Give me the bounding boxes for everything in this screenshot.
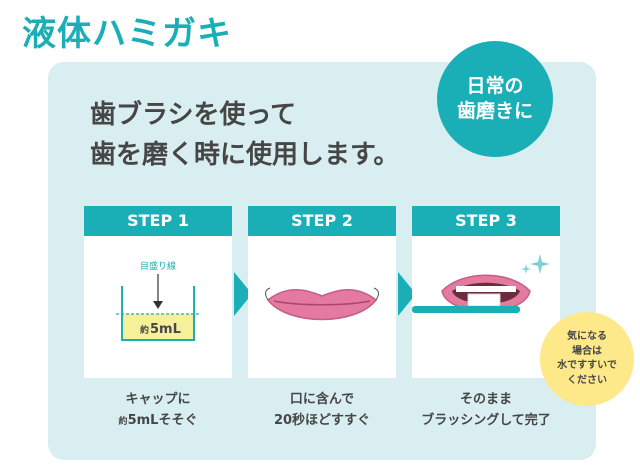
teeth (456, 286, 516, 292)
step-3-caption-line-2: ブラッシングして完了 (421, 412, 551, 428)
toothbrush-head (467, 293, 501, 307)
measuring-cap-illustration: 目盛り線 約 5mL (116, 260, 200, 341)
badge-line-2: 歯磨きに (456, 100, 533, 122)
sparkle-icon (530, 254, 550, 274)
cheek-line-left (265, 287, 271, 301)
step-3-header: STEP 3 (412, 206, 560, 236)
headline: 歯ブラシを使って 歯を磨く時に使用します。 (90, 95, 399, 176)
headline-line-1: 歯ブラシを使って (90, 100, 297, 130)
lips-line (273, 300, 371, 306)
bubble-line-4: ください (567, 374, 607, 386)
cup-liquid (122, 314, 194, 340)
step-1-caption-rest: 5mLそそぐ (127, 412, 198, 428)
step-arrow-2-icon (398, 272, 416, 316)
step-2-caption: 口に含んで 20秒ほどすすぐ (248, 390, 396, 432)
cup-mark-value: 5mL (150, 322, 181, 337)
step-3-card: STEP 3 (412, 206, 560, 378)
rinse-note-bubble: 気になる 場合は 水ですすいで ください (540, 312, 634, 406)
badge-line-1: 日常の (466, 75, 524, 98)
pointer-arrow-icon (153, 301, 163, 309)
headline-line-2: 歯を磨く時に使用します。 (90, 140, 400, 171)
daily-use-badge: 日常の 歯磨きに (437, 41, 553, 157)
cup-outline (121, 286, 195, 341)
step-2-card: STEP 2 (248, 206, 396, 378)
bubble-line-3: 水ですすいで (557, 360, 617, 371)
cup-mark-prefix: 約 (140, 324, 149, 336)
graduation-line-label: 目盛り線 (140, 260, 176, 272)
page-title: 液体ハミガキ (22, 14, 232, 54)
toothbrush-handle (412, 306, 520, 313)
step-1-header: STEP 1 (84, 206, 232, 236)
bubble-line-1: 気になる (567, 331, 607, 342)
step-1-card: STEP 1 目盛り線 約 5mL (84, 206, 232, 378)
step-1-caption-line-1: キャップに (125, 392, 191, 407)
step-2-caption-line-2: 20秒ほどすすぐ (273, 412, 371, 428)
step-3-caption-line-1: そのまま (459, 392, 512, 407)
step-arrow-1-icon (234, 272, 252, 316)
step-1-caption-prefix: 約 (118, 416, 128, 427)
sparkle-small-icon (521, 264, 531, 274)
step-2-header: STEP 2 (248, 206, 396, 236)
step-1-caption: キャップに 約5mLそそぐ (84, 390, 232, 432)
step-2-caption-line-1: 口に含んで (289, 392, 355, 407)
step-3-caption: そのまま ブラッシングして完了 (412, 390, 560, 432)
bubble-line-2: 場合は (572, 345, 602, 357)
cheek-line-right (373, 287, 379, 301)
closed-lips-illustration (265, 287, 379, 321)
step-1-caption-line-2: 約5mLそそぐ (84, 411, 232, 432)
brushing-mouth-illustration (412, 254, 550, 313)
